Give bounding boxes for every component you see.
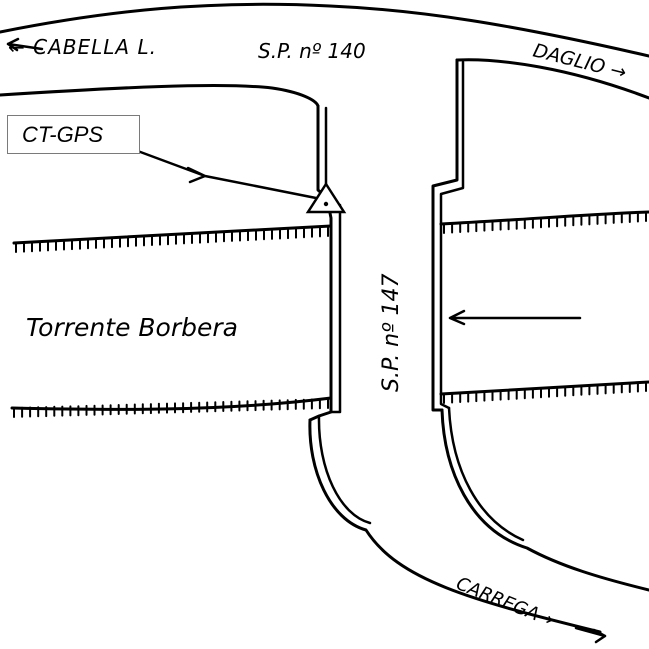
river-north-bank-hatching-left <box>15 226 329 253</box>
road-sp147-east-edge <box>440 408 649 592</box>
river-north-bank-hatching-right <box>443 211 647 234</box>
bridge-left-inner-wall <box>324 106 342 414</box>
carrega-label: CARREGA→ <box>453 573 556 631</box>
river-south-bank-hatching-left <box>13 398 329 418</box>
river-south-bank-left <box>10 396 333 411</box>
river-name-label: Torrente Borbera <box>26 313 238 342</box>
gps-label-box: CT-GPS <box>7 115 140 154</box>
gps-station-dot <box>323 201 329 207</box>
gps-label-text: CT-GPS <box>22 121 104 147</box>
road-sp147-west-inner-edge <box>317 414 372 525</box>
river-south-bank-hatching-right <box>443 381 647 404</box>
road-sp140-lower-edge-left <box>0 84 320 108</box>
road-sp140-lower-edge-right <box>455 58 649 100</box>
sp147-label: S.P. nº 147 <box>379 274 404 392</box>
bridge-right-wall <box>431 58 459 412</box>
river-north-bank-right <box>439 210 649 226</box>
road-sp140-upper-edge <box>0 2 649 58</box>
river-north-bank-left <box>12 224 333 245</box>
river-south-bank-right <box>439 380 649 396</box>
bridge-left-wall <box>308 104 333 422</box>
sp140-label: S.P. nº 140 <box>258 39 366 63</box>
gps-pointer-line <box>133 148 318 200</box>
cabella-arrow <box>6 37 44 52</box>
gps-station-triangle <box>305 181 347 214</box>
bridge-right-inner-wall <box>439 60 465 410</box>
road-sp147-west-outer-edge <box>308 418 602 634</box>
road-sp147-east-inner-edge <box>447 406 525 542</box>
carrega-arrow <box>574 626 607 644</box>
river-flow-arrow <box>448 309 582 326</box>
cabella-label: ← CABELLA L. <box>8 35 157 59</box>
